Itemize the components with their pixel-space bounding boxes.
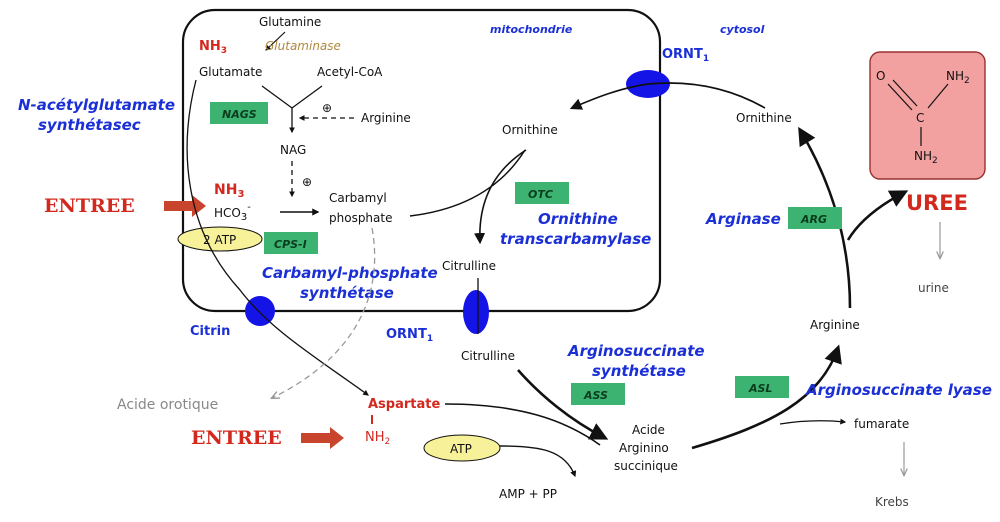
nags-name-line1: N-acétylglutamate bbox=[18, 96, 175, 114]
cps-name-line1: Carbamyl-phosphate bbox=[262, 264, 438, 282]
urea-double-bond-2 bbox=[892, 79, 918, 107]
glutaminase-label: Glutaminase bbox=[265, 39, 341, 53]
plus-symbol-1: ⊕ bbox=[322, 101, 332, 115]
otc-enzyme-box bbox=[515, 182, 569, 204]
ornithine-to-citrulline-arrow bbox=[473, 149, 527, 245]
atp-bottom-label: ATP bbox=[450, 442, 472, 456]
aas-line1: Acide bbox=[632, 423, 665, 437]
asl-box-label: ASL bbox=[748, 382, 772, 395]
fumarate-arrow bbox=[779, 418, 847, 425]
urea-double-bond-1 bbox=[887, 83, 913, 111]
aas-line2: Arginino bbox=[619, 441, 669, 455]
acetyl-coa-label: Acetyl-CoA bbox=[317, 65, 383, 79]
otc-name-line2: transcarbamylase bbox=[500, 230, 651, 248]
ornithine-cyto-label: Ornithine bbox=[736, 111, 792, 125]
entree-top-arrow bbox=[164, 195, 206, 217]
ornt1-mid-transporter bbox=[463, 290, 489, 334]
arg-name: Arginase bbox=[705, 210, 781, 228]
arg-box-label: ARG bbox=[800, 213, 827, 226]
mitochondria-membrane bbox=[181, 8, 662, 313]
aas-line3: succinique bbox=[614, 459, 678, 473]
arginine-mito-label: Arginine bbox=[361, 111, 411, 125]
citrulline-mito-label: Citrulline bbox=[442, 259, 496, 273]
ass-name-line2: synthétase bbox=[592, 362, 686, 380]
atp-bottom-ellipse bbox=[423, 434, 501, 462]
asl-enzyme-box bbox=[735, 376, 789, 398]
citrulline-cyto-label: Citrulline bbox=[461, 349, 515, 363]
ornt1-mid-label: ORNT1 bbox=[386, 327, 433, 344]
urea-c: C bbox=[916, 111, 924, 125]
cps-name-line2: synthétase bbox=[300, 284, 394, 302]
glutamate-label: Glutamate bbox=[199, 65, 262, 79]
cytosol-label: cytosol bbox=[720, 23, 765, 36]
cps-box-label: CPS-I bbox=[274, 238, 307, 251]
amp-pp-label: AMP + PP bbox=[499, 487, 557, 501]
nags-name-line2: synthétasec bbox=[38, 116, 141, 134]
atp-cps-ellipse bbox=[177, 226, 263, 252]
urea-structure-box bbox=[869, 51, 986, 180]
glutaminase-arrow bbox=[265, 31, 286, 51]
acide-orotique-label: Acide orotique bbox=[117, 397, 218, 413]
nh3-input-label: NH3 bbox=[214, 182, 244, 200]
fumarate-label: fumarate bbox=[854, 417, 909, 431]
ass-enzyme-box bbox=[571, 383, 625, 405]
nags-enzyme-box bbox=[210, 102, 268, 124]
carbamyl-line2: phosphate bbox=[329, 211, 392, 225]
mitochondria-label: mitochondrie bbox=[490, 23, 573, 36]
entree-bottom-arrow bbox=[301, 427, 344, 449]
nh2-aspartate-label: NH2 bbox=[365, 430, 390, 447]
aas-to-arginine-arrow bbox=[691, 344, 842, 450]
citrin-label: Citrin bbox=[190, 324, 230, 339]
carbamyl-to-otc-line bbox=[409, 149, 526, 217]
ass-box-label: ASS bbox=[583, 389, 608, 402]
urine-label: urine bbox=[918, 281, 949, 295]
urea-nh2-top: NH2 bbox=[946, 69, 970, 86]
ornithine-mito-label: Ornithine bbox=[502, 123, 558, 137]
uree-label: UREE bbox=[906, 191, 968, 215]
hco3-label: HCO3- bbox=[214, 202, 251, 223]
urea-o: O bbox=[876, 69, 885, 83]
arginine-cyto-label: Arginine bbox=[810, 318, 860, 332]
nh3-top-label: NH3 bbox=[199, 39, 227, 56]
krebs-label: Krebs bbox=[875, 495, 909, 509]
citrin-transporter bbox=[245, 296, 275, 326]
cps-enzyme-box bbox=[264, 232, 318, 254]
urea-bond-top bbox=[927, 83, 949, 109]
atp-to-amp-arrow bbox=[499, 445, 577, 478]
entree-top-label: ENTREE bbox=[44, 195, 135, 217]
ornithine-import-arrow bbox=[569, 82, 766, 110]
entree-bottom-label: ENTREE bbox=[191, 427, 282, 449]
arginine-to-urea-arrow bbox=[846, 190, 909, 241]
glutamine-label: Glutamine bbox=[259, 15, 321, 29]
aspartate-to-aas-line bbox=[444, 403, 601, 446]
ornt1-top-label: ORNT1 bbox=[662, 47, 709, 64]
nag-label: NAG bbox=[280, 143, 306, 157]
asl-name: Arginosuccinate lyase bbox=[805, 381, 992, 399]
atp-cps-label: 2 ATP bbox=[203, 233, 236, 247]
nags-box-label: NAGS bbox=[222, 108, 257, 121]
urea-nh2-bottom: NH2 bbox=[914, 149, 938, 166]
orotic-acid-arrow bbox=[272, 227, 376, 398]
carbamyl-line1: Carbamyl bbox=[329, 191, 387, 205]
plus-symbol-2: ⊕ bbox=[302, 175, 312, 189]
citrulline-to-aas-arrow bbox=[517, 369, 609, 440]
aspartate-label: Aspartate bbox=[368, 397, 440, 412]
ass-name-line1: Arginosuccinate bbox=[567, 342, 705, 360]
nags-merge-lines bbox=[261, 85, 323, 109]
citrin-exchange-line bbox=[186, 79, 369, 396]
arg-enzyme-box bbox=[788, 207, 842, 229]
otc-box-label: OTC bbox=[528, 188, 553, 201]
otc-name-line1: Ornithine bbox=[538, 210, 618, 228]
